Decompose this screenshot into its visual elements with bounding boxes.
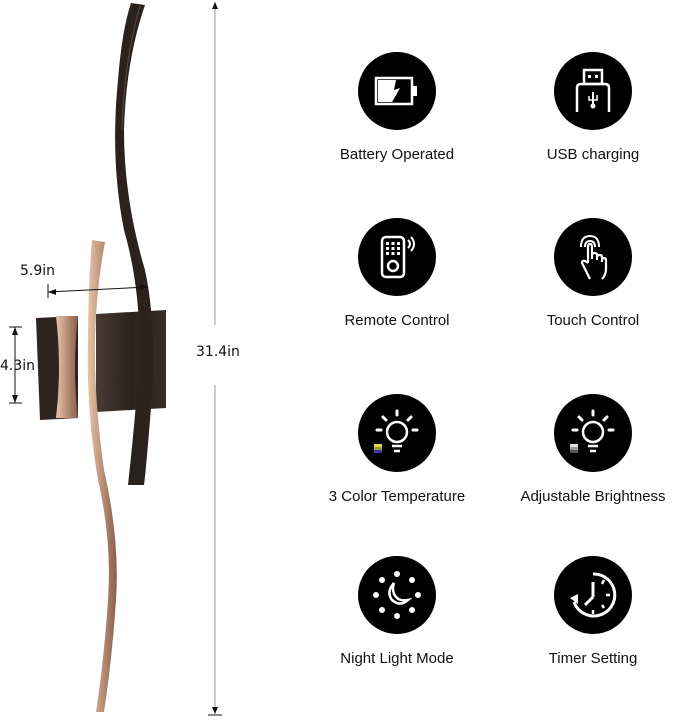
feature-label: 3 Color Temperature <box>328 488 466 505</box>
feature-battery-operated: Battery Operated <box>307 52 487 163</box>
feature-usb-charging: USB charging <box>503 52 679 163</box>
feature-label: Night Light Mode <box>340 650 454 667</box>
feature-label: Battery Operated <box>339 146 455 163</box>
feature-3-color-temperature: 3 Color Temperature <box>307 394 487 505</box>
bulb-brightness-icon <box>554 394 632 472</box>
feature-touch-control: Touch Control <box>503 218 679 329</box>
feature-remote-control: Remote Control <box>307 218 487 329</box>
total-height-dimension-label: 31.4in <box>196 344 240 360</box>
lamp-illustration <box>9 2 222 716</box>
width-dimension-label: 5.9in <box>20 263 56 279</box>
timer-clock-icon <box>554 556 632 634</box>
feature-timer-setting: Timer Setting <box>503 556 679 667</box>
bulb-color-temperature-icon <box>358 394 436 472</box>
feature-night-light-mode: Night Light Mode <box>307 556 487 667</box>
base-height-dimension-label: 4.3in <box>0 358 36 374</box>
feature-adjustable-brightness: Adjustable Brightness <box>503 394 679 505</box>
remote-control-icon <box>358 218 436 296</box>
battery-charging-icon <box>358 52 436 130</box>
lamp-product-image: 5.9in 4.3in 31.4in <box>0 0 260 718</box>
feature-label: Touch Control <box>546 312 640 329</box>
feature-label: Adjustable Brightness <box>520 488 666 505</box>
feature-label: USB charging <box>546 146 640 163</box>
feature-label: Remote Control <box>344 312 450 329</box>
usb-icon <box>554 52 632 130</box>
feature-label: Timer Setting <box>548 650 638 667</box>
touch-hand-icon <box>554 218 632 296</box>
moon-night-icon <box>358 556 436 634</box>
